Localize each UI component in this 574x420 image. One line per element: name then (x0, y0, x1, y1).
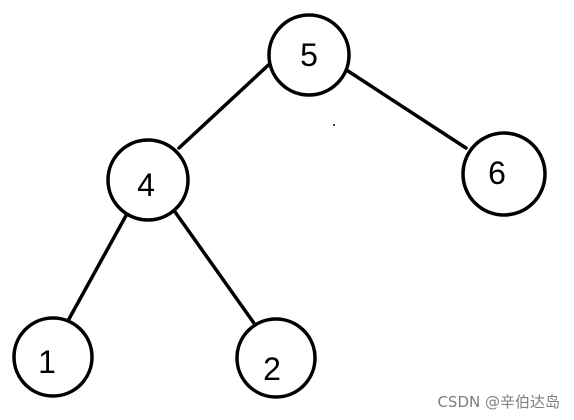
tree-node-n5: 5 (267, 13, 351, 97)
edge-n5-n6 (346, 69, 468, 150)
edge-n4-n1 (62, 210, 130, 330)
tree-node-n6: 6 (461, 131, 547, 217)
tree-edges (62, 56, 468, 330)
node-label: 6 (488, 155, 506, 191)
edge-n5-n4 (177, 56, 278, 150)
tree-node-n2: 2 (235, 317, 317, 399)
edge-n4-n2 (171, 207, 258, 328)
tree-node-n1: 1 (12, 316, 94, 398)
watermark: CSDN @辛伯达岛 (437, 393, 560, 411)
node-circle (106, 138, 190, 222)
node-circle (12, 316, 94, 398)
tree-node-n4: 4 (106, 138, 190, 222)
tree-nodes: 5 4 6 1 2 (12, 13, 547, 399)
node-circle (235, 317, 317, 399)
node-circle (267, 13, 351, 97)
node-label: 4 (137, 167, 155, 203)
node-label: 5 (300, 37, 318, 73)
node-circle (461, 131, 547, 217)
stray-dot (333, 124, 335, 126)
node-label: 2 (263, 351, 281, 387)
node-label: 1 (38, 344, 56, 380)
